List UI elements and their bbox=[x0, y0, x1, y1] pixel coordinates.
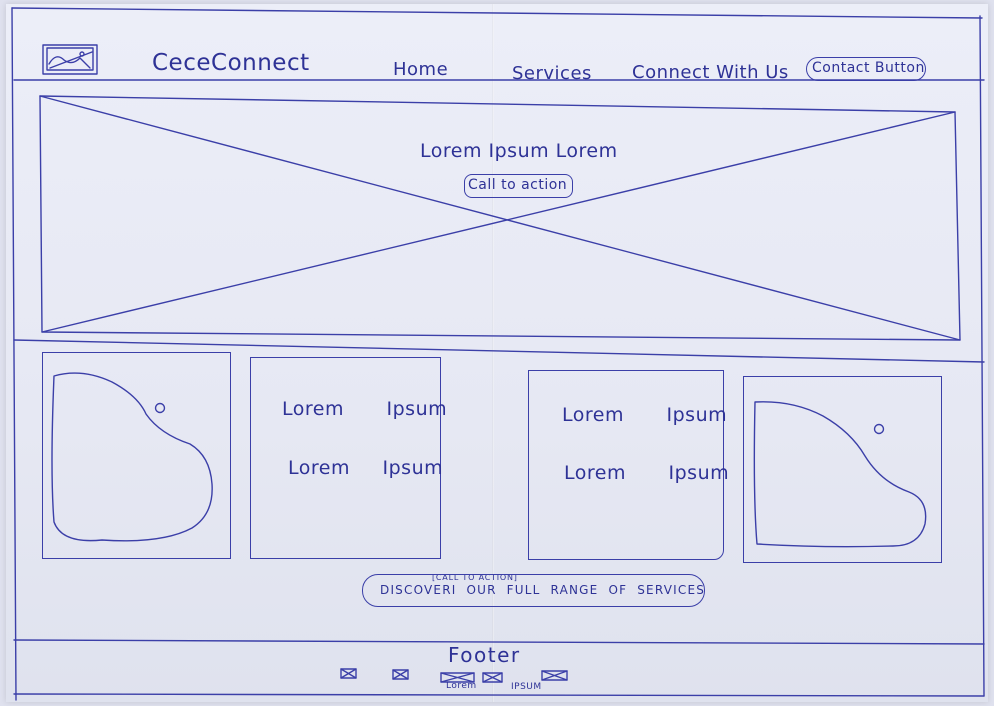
social-icon-4[interactable] bbox=[482, 672, 504, 684]
contact-button-label: Contact Button bbox=[812, 60, 925, 76]
footer-title: Footer bbox=[448, 643, 521, 667]
social-icon-3[interactable] bbox=[440, 672, 476, 684]
discover-services-label: DISCOVERI OUR FULL RANGE OF SERVICES bbox=[380, 583, 706, 597]
footer-link-ipsum[interactable]: IPSUM bbox=[511, 682, 542, 692]
image-card-right bbox=[743, 376, 942, 563]
hero-headline: Lorem Ipsum Lorem bbox=[420, 140, 618, 162]
nav-home[interactable]: Home bbox=[393, 59, 449, 80]
text-card-left-line1: Lorem Ipsum bbox=[282, 398, 448, 420]
logo-image-icon[interactable] bbox=[42, 44, 98, 76]
nav-services[interactable]: Services bbox=[512, 63, 592, 84]
hero-cta-button[interactable] bbox=[464, 174, 573, 198]
text-card-left-line2: Lorem Ipsum bbox=[288, 457, 444, 479]
paper-fold bbox=[492, 4, 494, 702]
social-icon-5[interactable] bbox=[541, 670, 569, 682]
image-card-left bbox=[42, 352, 231, 559]
discover-services-button[interactable] bbox=[362, 574, 705, 607]
social-icon-2[interactable] bbox=[392, 669, 410, 681]
image-placeholder-icon bbox=[51, 372, 213, 542]
contact-button[interactable] bbox=[806, 57, 926, 81]
footer-link-lorem[interactable]: Lorem bbox=[446, 681, 477, 691]
image-placeholder-icon bbox=[753, 401, 927, 548]
hero-cta-label: Call to action bbox=[468, 177, 568, 193]
text-card-left bbox=[250, 357, 441, 559]
paper-sheet bbox=[6, 4, 988, 702]
brand-name[interactable]: CeceConnect bbox=[152, 50, 310, 76]
nav-connect-with-us[interactable]: Connect With Us bbox=[632, 62, 789, 83]
text-card-right-line2: Lorem Ipsum bbox=[564, 462, 730, 484]
text-card-right bbox=[528, 370, 724, 560]
social-icon-1[interactable] bbox=[340, 668, 358, 680]
text-card-right-line1: Lorem Ipsum bbox=[562, 404, 728, 426]
cta-caption: [CALL TO ACTION] bbox=[432, 573, 518, 582]
